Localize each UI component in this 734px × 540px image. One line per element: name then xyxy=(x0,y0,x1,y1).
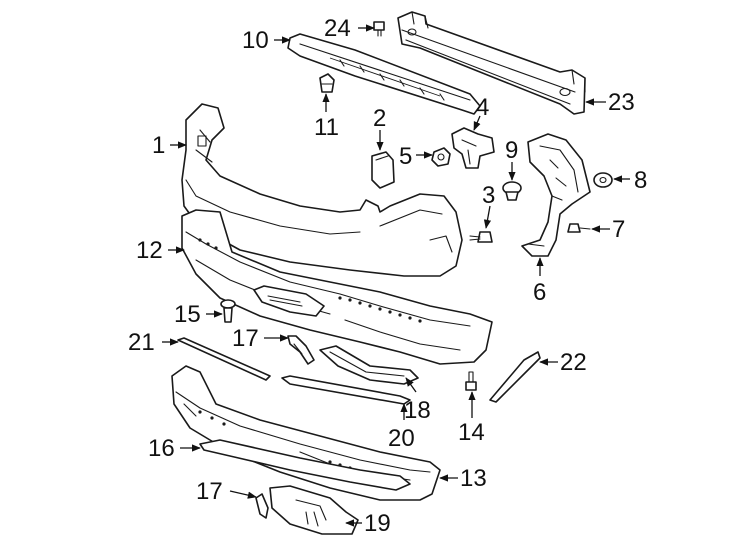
callout-11: 11 xyxy=(314,114,339,141)
part-2-tow-cover xyxy=(371,151,395,189)
part-14-bolt xyxy=(465,371,477,391)
callout-20: 20 xyxy=(388,425,415,452)
callout-23: 23 xyxy=(608,89,635,116)
part-9-push-clip xyxy=(502,181,522,201)
part-3-screw xyxy=(469,231,493,243)
part-7-screw xyxy=(567,223,591,233)
callout-9: 9 xyxy=(505,137,518,164)
part-19-lower-trim xyxy=(269,485,359,535)
part-23-bumper-reinforcement xyxy=(397,11,586,115)
part-8-retainer xyxy=(593,172,613,188)
callout-14: 14 xyxy=(458,419,485,446)
callout-17-upper: 17 xyxy=(232,325,259,352)
callout-8: 8 xyxy=(634,167,647,194)
callout-19: 19 xyxy=(364,510,391,537)
callout-3: 3 xyxy=(482,182,495,209)
part-22-side-strip xyxy=(489,351,541,403)
part-20-molding-strip xyxy=(281,375,411,405)
callout-6: 6 xyxy=(533,279,546,306)
callout-22: 22 xyxy=(560,349,587,376)
callout-16: 16 xyxy=(148,435,175,462)
callout-13: 13 xyxy=(460,465,487,492)
callout-2: 2 xyxy=(373,105,386,132)
part-21-molding-strip xyxy=(177,337,271,381)
callout-15: 15 xyxy=(174,301,201,328)
callout-10: 10 xyxy=(242,27,269,54)
part-4-bracket xyxy=(451,127,495,169)
part-11-clip xyxy=(319,73,335,93)
callout-18: 18 xyxy=(404,397,431,424)
callout-24: 24 xyxy=(324,15,351,42)
part-12-lower-valance xyxy=(181,209,493,365)
callout-7: 7 xyxy=(612,216,625,243)
part-5-nut xyxy=(431,147,451,167)
callout-labels: 1 2 3 4 5 6 7 8 9 10 11 12 13 14 15 16 1… xyxy=(128,15,647,537)
part-10-upper-absorber xyxy=(287,33,481,115)
part-17-trim-lower xyxy=(255,493,269,519)
part-16-skid-plate xyxy=(199,439,411,491)
callout-4: 4 xyxy=(476,94,489,121)
part-24-bolt xyxy=(373,21,385,37)
callout-21: 21 xyxy=(128,329,155,356)
part-1-bumper-cover xyxy=(181,103,463,277)
part-15-clip xyxy=(220,299,236,323)
leader-lines xyxy=(162,24,630,527)
part-17-trim-upper xyxy=(287,335,315,365)
callout-17-lower: 17 xyxy=(196,478,223,505)
part-18-trim xyxy=(319,345,419,385)
callout-5: 5 xyxy=(399,143,412,170)
callout-12: 12 xyxy=(136,237,163,264)
part-6-side-bracket xyxy=(521,133,591,257)
callout-1: 1 xyxy=(152,132,165,159)
